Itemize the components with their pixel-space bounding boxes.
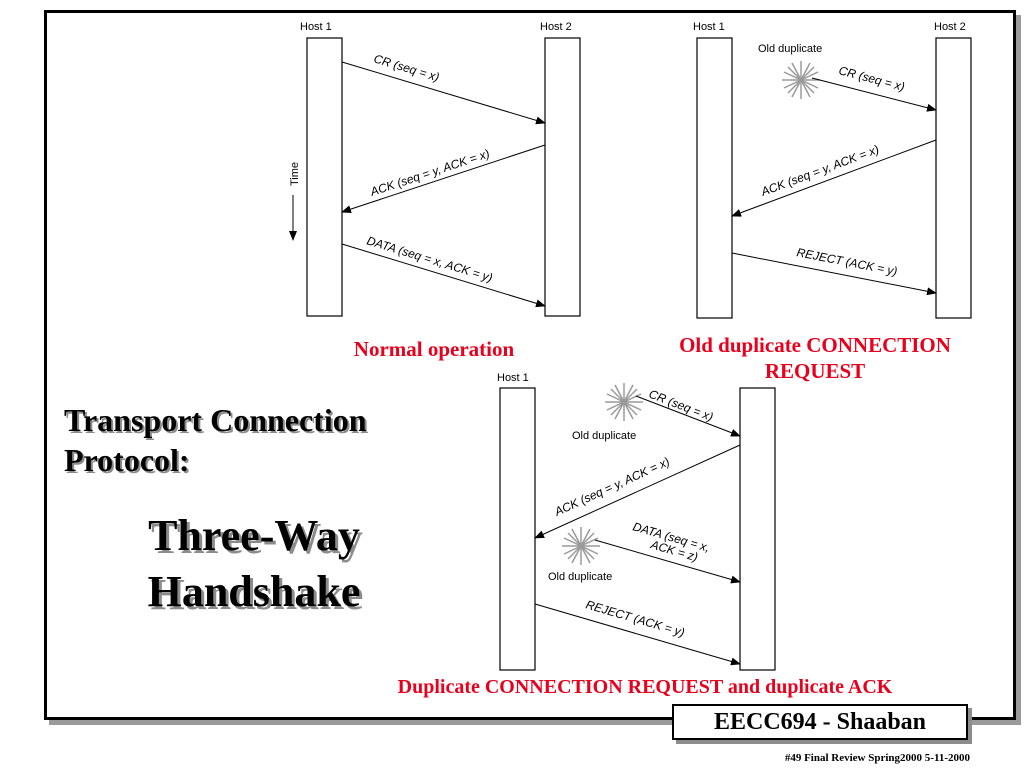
title-big-line-1: Three-Way [148,511,360,560]
time-label: Time [289,162,301,186]
old-duplicate-label: Old duplicate [758,43,822,55]
host1-label: Host 1 [300,21,332,33]
cr-arrow [341,61,546,125]
old-duplicate-burst-icon [562,527,600,565]
ack-message: ACK (seq = y, ACK = x) [552,454,672,519]
slide-footer: #49 Final Review Spring2000 5-11-2000 [784,752,970,764]
host1-timeline [499,387,536,671]
old-duplicate-burst-icon [782,61,820,99]
title-line-2: Protocol: [64,442,190,478]
reject-arrow [731,252,937,296]
data-message: DATA (seq = x, ACK = y) [365,233,494,284]
host2-timeline [544,37,581,317]
ack-message: ACK (seq = y, ACK = x) [758,142,881,199]
host2-timeline [935,37,972,319]
host1-timeline [306,37,343,317]
caption-line-2: REQUEST [764,359,866,383]
ack-arrow [534,444,741,539]
cr-message: CR (seq = x) [647,387,715,424]
caption-old-duplicate-cr: Old duplicate CONNECTION REQUEST [640,332,990,384]
cr-message: CR (seq = x) [837,63,906,94]
old-duplicate-label-2: Old duplicate [548,571,612,583]
ack-arrow [341,144,546,213]
title-line-1: Transport Connection [64,402,367,438]
diagram-duplicate-cr-ack: Host 1 Old duplicate CR (seq = x) ACK (s… [497,372,776,671]
slide-title-small: Transport Connection Protocol: [64,400,367,480]
cr-arrow [811,77,937,112]
title-big-line-2: Handshake [147,567,361,616]
host2-timeline [739,387,776,671]
host1-label: Host 1 [693,21,725,33]
diagram-old-duplicate-cr: Host 1 Host 2 Old duplicate CR (seq = x)… [693,21,972,319]
data-arrow [341,243,546,308]
reject-arrow [534,603,741,666]
host1-timeline [696,37,733,319]
caption-normal-operation: Normal operation [353,337,515,361]
ack-message: ACK (seq = y, ACK = x) [368,146,492,199]
old-duplicate-label-1: Old duplicate [572,430,636,442]
diagram-normal-operation: Host 1 Host 2 CR (seq = x) ACK (seq = y,… [289,21,581,317]
caption-line-1: Old duplicate CONNECTION [679,333,951,357]
old-duplicate-burst-icon [605,383,643,421]
cr-message: CR (seq = x) [372,51,441,84]
host1-label: Host 1 [497,372,529,384]
host2-label: Host 2 [934,21,966,33]
host2-label: Host 2 [540,21,572,33]
cr-arrow [635,395,741,437]
data-arrow [594,539,741,584]
caption-duplicate-cr-ack: Duplicate CONNECTION REQUEST and duplica… [397,676,893,698]
course-badge: EECC694 - Shaaban [672,704,968,740]
slide-title-big: Three-Way Handshake [64,508,444,620]
ack-arrow [731,139,937,217]
reject-message: REJECT (ACK = y) [795,245,898,278]
